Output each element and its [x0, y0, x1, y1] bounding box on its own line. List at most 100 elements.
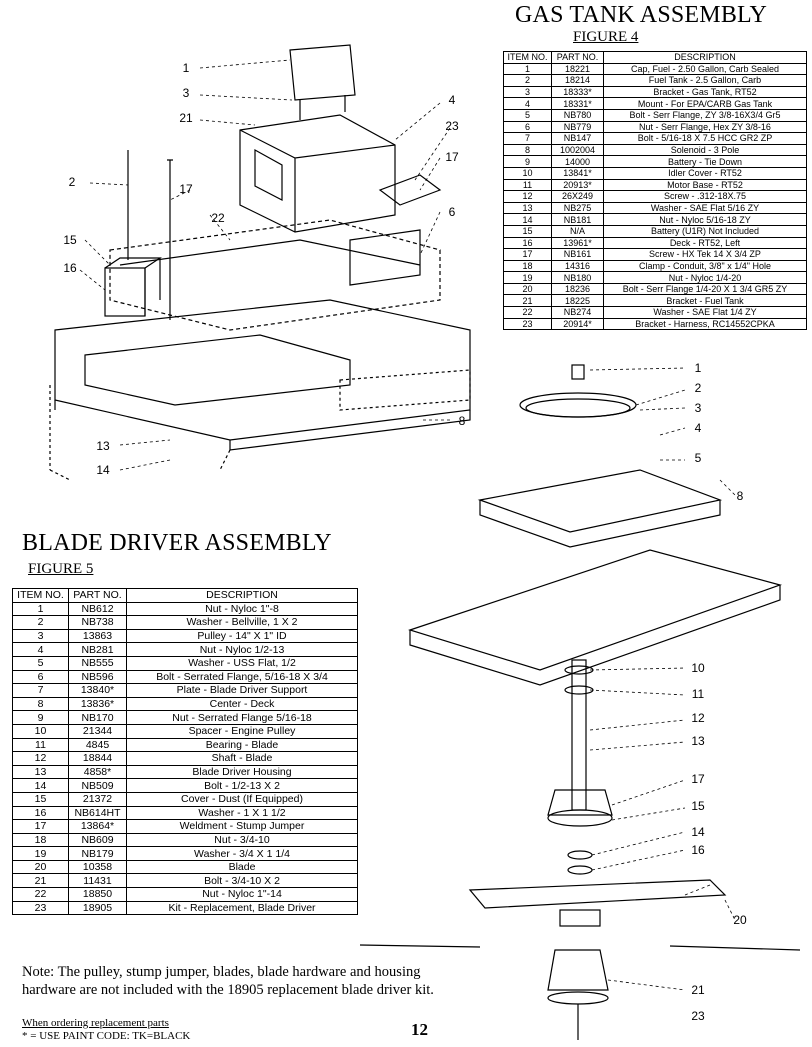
blade-callout-23: 23	[691, 1009, 705, 1023]
item-no-cell: 14	[12, 778, 69, 793]
part-no-cell: 20914*	[551, 317, 604, 331]
description-cell: Bracket - Fuel Tank	[603, 294, 807, 308]
header-item-no: ITEM NO.	[12, 588, 69, 603]
item-no-cell: 5	[503, 108, 552, 122]
part-no-cell: 18333*	[551, 85, 604, 99]
part-no-cell: NB609	[68, 832, 127, 848]
description-cell: Nut - Nyloc 5/16-18 ZY	[603, 213, 807, 226]
gas-callout-1: 1	[183, 61, 190, 75]
ordering-heading: When ordering replacement parts	[22, 1017, 169, 1029]
item-no-cell: 16	[503, 236, 552, 250]
note-line-2: hardware are not included with the 18905…	[22, 982, 434, 998]
description-cell: Bolt - Serrated Flange, 5/16-18 X 3/4	[126, 669, 358, 685]
item-no-cell: 4	[503, 97, 552, 110]
part-no-cell: NB179	[68, 846, 127, 861]
header-description: DESCRIPTION	[126, 588, 358, 603]
item-no-cell: 12	[503, 190, 552, 203]
gas-callout-21: 21	[179, 111, 193, 125]
item-no-cell: 3	[12, 628, 69, 644]
gas-callout-4: 4	[449, 93, 456, 107]
description-cell: Screw - .312-18X.75	[603, 190, 807, 203]
item-no-cell: 2	[503, 74, 552, 87]
gas-callout-3: 3	[183, 86, 190, 100]
item-no-cell: 14	[503, 213, 552, 226]
description-cell: Fuel Tank - 2.5 Gallon, Carb	[603, 74, 807, 87]
gas-callout-6: 6	[449, 205, 456, 219]
item-no-cell: 1	[503, 62, 552, 76]
item-no-cell: 13	[503, 201, 552, 215]
description-cell: Deck - RT52, Left	[603, 236, 807, 250]
item-no-cell: 1	[12, 601, 69, 617]
item-no-cell: 8	[503, 143, 552, 157]
part-no-cell: NB147	[551, 132, 604, 145]
blade-callout-16: 16	[691, 843, 705, 857]
description-cell: Solenoid - 3 Pole	[603, 143, 807, 157]
gas-callout-15: 15	[63, 233, 77, 247]
part-no-cell: NB509	[68, 778, 127, 793]
header-part-no: PART NO.	[68, 588, 127, 603]
description-cell: Motor Base - RT52	[603, 178, 807, 192]
gas-callout-17: 17	[445, 150, 459, 164]
blade-callout-10: 10	[691, 661, 705, 675]
blade-driver-figure-label: FIGURE 5	[28, 561, 94, 577]
note-line-1: Note: The pulley, stump jumper, blades, …	[22, 964, 421, 980]
part-no-cell: NB281	[68, 642, 127, 657]
item-no-cell: 17	[503, 248, 552, 261]
description-cell: Nut - Nyloc 1"-14	[126, 887, 358, 902]
description-cell: Nut - Serrated Flange 5/16-18	[126, 710, 358, 725]
part-no-cell: 18225	[551, 294, 604, 308]
description-cell: Bolt - 1/2-13 X 2	[126, 778, 358, 793]
part-no-cell: 20913*	[551, 178, 604, 192]
part-no-cell: NB555	[68, 655, 127, 671]
item-no-cell: 19	[12, 846, 69, 861]
blade-driver-title: BLADE DRIVER ASSEMBLY	[22, 530, 332, 556]
item-no-cell: 23	[503, 317, 552, 331]
item-no-cell: 10	[12, 723, 69, 739]
blade-callout-2: 2	[695, 381, 702, 395]
description-cell: Mount - For EPA/CARB Gas Tank	[603, 97, 807, 110]
part-no-cell: 14316	[551, 259, 604, 273]
gas-callout-8: 8	[459, 414, 466, 428]
description-cell: Washer - SAE Flat 1/4 ZY	[603, 306, 807, 319]
part-no-cell: 13961*	[551, 236, 604, 250]
part-no-cell: 21344	[68, 723, 127, 739]
page-number: 12	[411, 1020, 428, 1039]
item-no-cell: 22	[12, 887, 69, 902]
item-no-cell: 8	[12, 696, 69, 712]
item-no-cell: 13	[12, 764, 69, 780]
part-no-cell: 13836*	[68, 696, 127, 712]
description-cell: Kit - Replacement, Blade Driver	[126, 900, 358, 916]
part-no-cell: 18236	[551, 282, 604, 296]
blade-callout-8: 8	[737, 489, 744, 503]
part-no-cell: 18844	[68, 751, 127, 766]
description-cell: Battery - Tie Down	[603, 155, 807, 168]
description-cell: Bracket - Gas Tank, RT52	[603, 85, 807, 99]
item-no-cell: 4	[12, 642, 69, 657]
item-no-cell: 23	[12, 900, 69, 916]
blade-callout-15: 15	[691, 799, 705, 813]
